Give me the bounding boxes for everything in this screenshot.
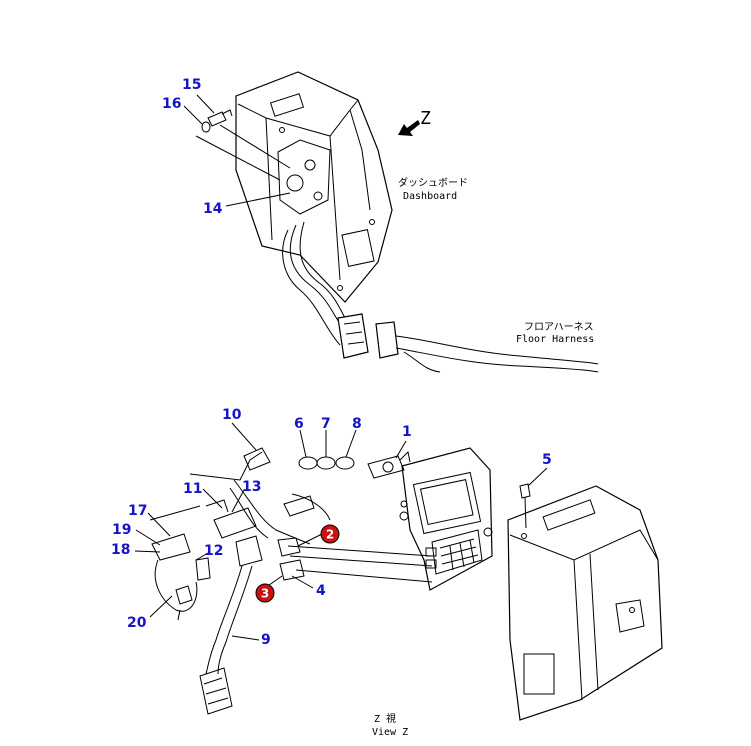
callout-number: 20 [127,615,147,631]
badge-number: 3 [261,587,269,601]
floor-harness-label-jp: フロアハーネス [524,321,594,333]
callout-number: 6 [294,416,304,432]
dashboard-label-jp: ダッシュボード [398,176,468,189]
callout-number: 16 [162,96,181,112]
callout-number: 7 [321,416,331,432]
dashboard-label-en: Dashboard [403,191,457,202]
callout-number: 8 [352,416,362,432]
bolt-part [207,109,233,127]
badge-number: 2 [326,528,334,542]
callout-number: 4 [316,583,326,599]
callout-number: 15 [182,77,201,93]
callout-number: 11 [183,481,202,497]
dashboard-upper-assembly [183,71,599,373]
callout-number: 13 [242,479,261,495]
callout-number: 17 [128,503,147,519]
callout-number: 19 [112,522,131,538]
view-z-label-jp: Z 視 [374,712,396,725]
badge-3: 3 [255,583,275,603]
view-z-label-en: View Z [372,727,408,738]
callout-number: 12 [204,543,223,559]
view-arrow-label: Z [420,108,431,129]
callout-number: 10 [222,407,242,423]
callout-number: 9 [261,632,271,648]
callout-number: 5 [542,452,552,468]
callout-number: 1 [402,424,412,440]
view-z-assembly [134,422,663,721]
callout-number: 14 [203,201,223,217]
callout-numbers: 15 16 14 10 6 7 8 1 5 11 13 17 19 18 12 … [111,77,552,648]
floor-harness-label-en: Floor Harness [516,334,594,345]
callout-number: 18 [111,542,130,558]
washer-part [201,121,211,133]
view-arrow-z: Z [398,108,431,136]
badge-2: 2 [320,524,340,544]
arrow-icon [398,120,420,136]
